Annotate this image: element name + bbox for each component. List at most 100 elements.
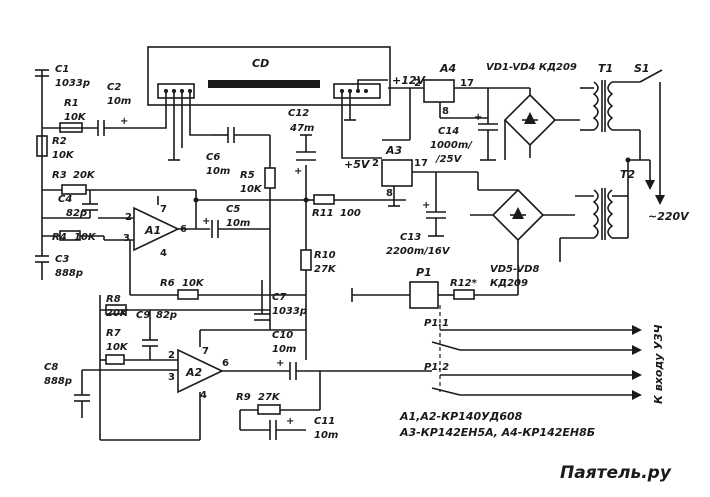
r6-resistor: [177, 289, 199, 300]
t2-winding-2: [607, 189, 614, 239]
r8-ref: R8: [106, 294, 121, 305]
r2-ref: R2: [52, 136, 67, 147]
a1-ref: A1: [144, 224, 161, 237]
c4-value: 82p: [66, 208, 87, 219]
a3-ref: A3: [385, 144, 403, 157]
r5-resistor: [264, 167, 276, 189]
r9-value: 27K: [258, 392, 281, 403]
c9-ref: C9: [136, 310, 150, 321]
r12-ref: R12*: [450, 278, 478, 289]
r9-resistor: [257, 404, 281, 415]
svg-text:6: 6: [222, 358, 229, 369]
c2-value: 10m: [107, 96, 131, 107]
r9-ref: R9: [236, 392, 251, 403]
svg-text:17: 17: [414, 158, 428, 169]
svg-text:+: +: [276, 358, 284, 369]
c10-ref: C10: [272, 330, 293, 341]
c2-ref: C2: [107, 82, 121, 93]
r10-value: 27K: [314, 264, 337, 275]
r5-ref: R5: [240, 170, 255, 181]
svg-text:8: 8: [442, 106, 449, 117]
r4-ref: R4: [52, 232, 67, 243]
net-12v: +12V: [392, 74, 427, 87]
c7-value: 1033p: [272, 306, 307, 317]
cd-connector-left: [157, 83, 195, 99]
svg-text:2: 2: [414, 78, 421, 89]
c14-value2: /25V: [435, 154, 463, 165]
c5-value: 10m: [226, 218, 250, 229]
c12-ref: C12: [288, 108, 309, 119]
cd-block: [147, 46, 391, 106]
r6-value: 10K: [182, 278, 205, 289]
r4-value: 10K: [74, 232, 97, 243]
r7-ref: R7: [106, 328, 121, 339]
vd1-label: VD1-VD4 КД209: [486, 62, 577, 73]
r3-value: 20K: [73, 170, 96, 181]
svg-text:7: 7: [160, 204, 167, 215]
svg-text:2: 2: [372, 158, 379, 169]
c14-ref: C14: [438, 126, 459, 137]
a4-ref: A4: [439, 62, 456, 75]
c11-value: 10m: [314, 430, 338, 441]
c3-ref: C3: [55, 254, 69, 265]
r11-ref: R11: [312, 208, 334, 219]
c3-value: 888p: [55, 268, 83, 279]
p1-ref: P1: [416, 266, 432, 279]
c13-value: 2200m/16V: [386, 246, 451, 257]
r12-resistor: [453, 289, 475, 300]
svg-text:+: +: [294, 166, 302, 177]
c8-value: 888p: [44, 376, 72, 387]
watermark: Паятель.ру: [560, 463, 672, 483]
c1-value: 1033p: [55, 78, 90, 89]
c5-ref: C5: [226, 204, 240, 215]
p12-ref: P1.2: [424, 362, 449, 373]
vd5-label2: КД209: [490, 278, 528, 289]
c6-value: 10m: [206, 166, 230, 177]
r8-resistor: [105, 304, 127, 315]
c1-ref: C1: [55, 64, 69, 75]
t1-winding-2: [607, 81, 614, 131]
c12-value: 47m: [289, 123, 314, 134]
svg-text:2: 2: [168, 350, 175, 361]
c10-value: 10m: [272, 344, 296, 355]
svg-text:+: +: [286, 416, 294, 427]
t1-ref: T1: [598, 62, 613, 75]
r1-ref: R1: [64, 98, 79, 109]
r11-resistor: [313, 194, 335, 205]
a2-opamp: [177, 348, 224, 394]
svg-text:7: 7: [202, 346, 209, 357]
svg-text:4: 4: [160, 248, 167, 259]
svg-text:+: +: [120, 116, 128, 127]
r3-ref: R3: [52, 170, 67, 181]
cd-slot: [208, 80, 320, 88]
r7-resistor: [105, 354, 125, 365]
p11-ref: P1.1: [424, 318, 449, 329]
r10-resistor: [300, 249, 312, 271]
r5-value: 10K: [240, 184, 263, 195]
svg-text:17: 17: [460, 78, 474, 89]
svg-text:3: 3: [168, 372, 175, 383]
note-line-2: A3-КР142ЕН5А, A4-КР142ЕН8Б: [399, 426, 595, 439]
svg-text:4: 4: [200, 390, 207, 401]
s1-ref: S1: [634, 62, 650, 75]
a4-regulator: [423, 79, 455, 103]
c14-value: 1000m/: [430, 140, 473, 151]
svg-text:+: +: [422, 200, 430, 211]
r7-value: 10K: [106, 342, 129, 353]
r2-resistor: [36, 135, 48, 157]
r10-ref: R10: [314, 250, 336, 261]
c8-ref: C8: [44, 362, 58, 373]
c4-ref: C4: [58, 194, 72, 205]
cd-connector-right: [333, 83, 381, 99]
p1-relay-coil: [409, 281, 439, 309]
r11-value: 100: [340, 208, 361, 219]
t1-winding-1: [592, 81, 599, 131]
a1-opamp: [133, 206, 180, 252]
note-line-1: A1,A2-КР140УД608: [399, 410, 523, 423]
r3-resistor: [61, 184, 87, 195]
output-label: К входу УЗЧ: [652, 324, 665, 404]
svg-text:+: +: [474, 112, 482, 123]
net-5v: +5V: [344, 158, 371, 171]
